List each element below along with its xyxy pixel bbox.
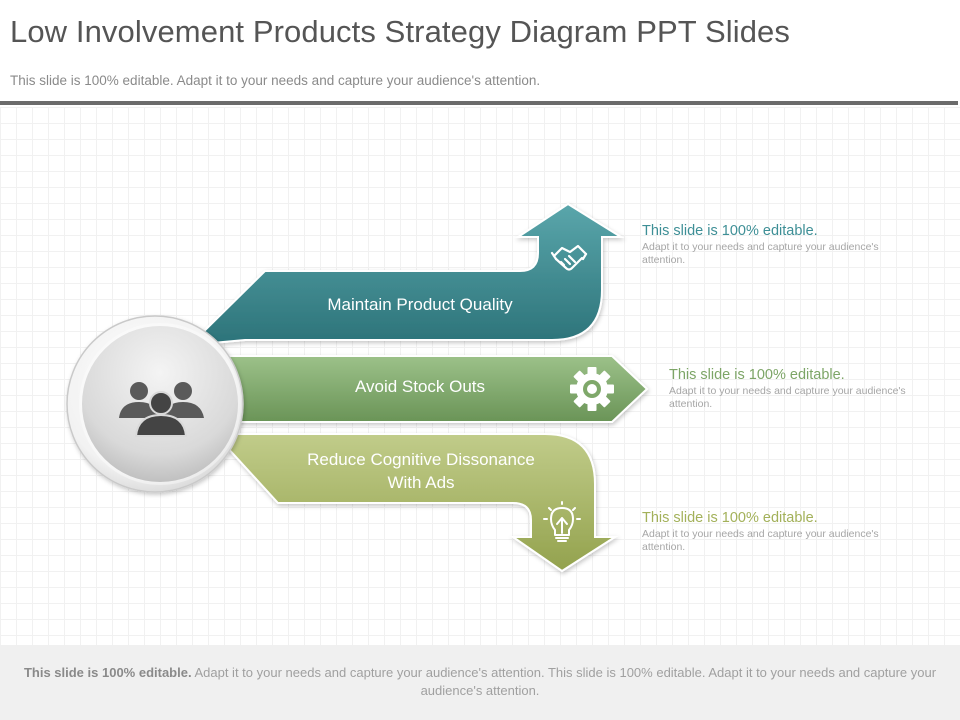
note-reduce-dissonance: This slide is 100% editable. Adapt it to… (642, 510, 882, 554)
strategy-arrow-maintain-quality (187, 202, 625, 347)
strategy-arrow-reduce-dissonance (212, 433, 619, 573)
slide-subtitle: This slide is 100% editable. Adapt it to… (10, 73, 541, 88)
footer-text: This slide is 100% editable. Adapt it to… (20, 664, 940, 700)
footer-body: Adapt it to your needs and capture your … (191, 665, 937, 698)
note-body: Adapt it to your needs and capture your … (669, 385, 906, 410)
title-divider (0, 101, 958, 105)
lightbulb-icon (543, 501, 581, 542)
gear-icon (570, 367, 614, 411)
note-body: Adapt it to your needs and capture your … (642, 528, 879, 553)
strategy-label-avoid-stock-outs: Avoid Stock Outs (355, 377, 485, 396)
handshake-icon (550, 244, 588, 271)
note-heading: This slide is 100% editable. (669, 367, 845, 383)
people-group-icon (119, 382, 204, 437)
note-maintain-quality: This slide is 100% editable. Adapt it to… (642, 223, 882, 267)
strategy-label-reduce-dissonance-line1: Reduce Cognitive Dissonance (307, 450, 535, 469)
strategy-label-reduce-dissonance-line2: With Ads (387, 473, 454, 492)
note-heading: This slide is 100% editable. (642, 223, 818, 239)
note-heading: This slide is 100% editable. (642, 510, 818, 526)
slide-title: Low Involvement Products Strategy Diagra… (10, 14, 790, 49)
footer-bold: This slide is 100% editable. (23, 665, 192, 680)
strategy-label-maintain-quality: Maintain Product Quality (327, 295, 513, 314)
note-avoid-stock-outs: This slide is 100% editable. Adapt it to… (669, 367, 909, 411)
note-body: Adapt it to your needs and capture your … (642, 241, 879, 266)
footer-bar: This slide is 100% editable. Adapt it to… (0, 645, 960, 720)
